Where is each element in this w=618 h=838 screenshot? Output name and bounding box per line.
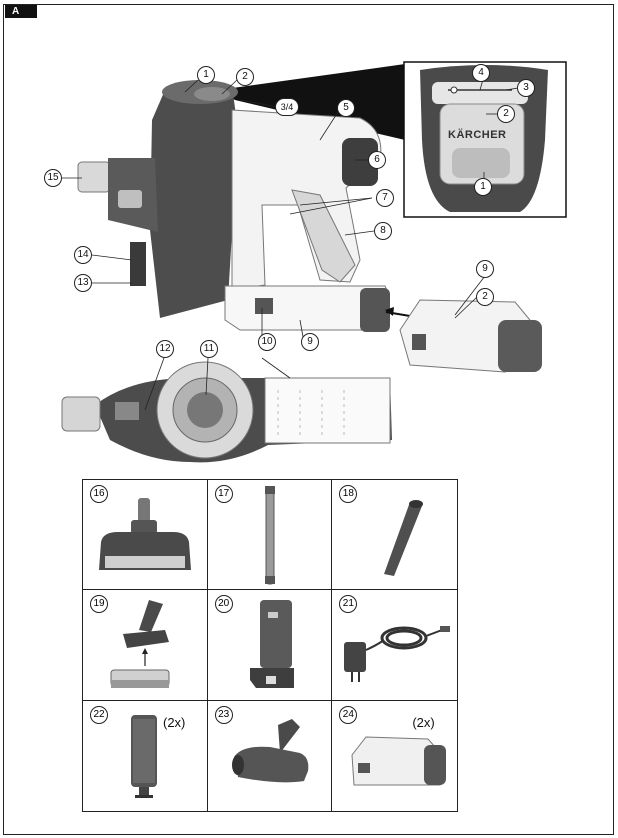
callout-3-4: 3/4 (275, 98, 299, 116)
callout-9: 9 (301, 333, 319, 351)
accessories-grid: 16 17 18 19 20 (82, 479, 458, 812)
accessory-cell-23: 23 (208, 701, 333, 811)
dusting-brush-image (83, 590, 208, 700)
zoom-callout-3: 3 (517, 79, 535, 97)
accessory-cell-19: 19 (83, 590, 208, 700)
floor-nozzle-image (83, 480, 208, 590)
accessory-cell-20: 20 (208, 590, 333, 700)
callout-2: 2 (236, 68, 254, 86)
accessory-cell-22: 22 (2x) (83, 701, 208, 811)
battery-callout-2: 2 (476, 288, 494, 306)
callout-5: 5 (337, 99, 355, 117)
zoom-callout-1: 1 (474, 178, 492, 196)
accessory-cell-24: 24 (2x) (332, 701, 457, 811)
crevice-nozzle-image (332, 480, 457, 590)
callout-6: 6 (368, 151, 386, 169)
callout-13: 13 (74, 274, 92, 292)
charger-image (332, 590, 457, 700)
callout-11: 11 (200, 340, 218, 358)
vacuum-illustration (0, 0, 618, 480)
accessory-cell-18: 18 (332, 480, 457, 590)
callout-15: 15 (44, 169, 62, 187)
callout-1: 1 (197, 66, 215, 84)
extension-tube-image (208, 480, 333, 590)
upholstery-nozzle-image (208, 701, 333, 811)
battery-pack-image (332, 701, 457, 811)
accessory-cell-17: 17 (208, 480, 333, 590)
karcher-logo: KÄRCHER (448, 129, 507, 141)
callout-8: 8 (374, 222, 392, 240)
callout-14: 14 (74, 246, 92, 264)
callout-7: 7 (376, 189, 394, 207)
accessory-cell-16: 16 (83, 480, 208, 590)
callout-10: 10 (258, 333, 276, 351)
wall-bracket-image (208, 590, 333, 700)
accessory-cell-21: 21 (332, 590, 457, 700)
zoom-callout-2: 2 (497, 105, 515, 123)
callout-12: 12 (156, 340, 174, 358)
battery-callout-9: 9 (476, 260, 494, 278)
zoom-callout-4: 4 (472, 64, 490, 82)
filter-image (83, 701, 208, 811)
